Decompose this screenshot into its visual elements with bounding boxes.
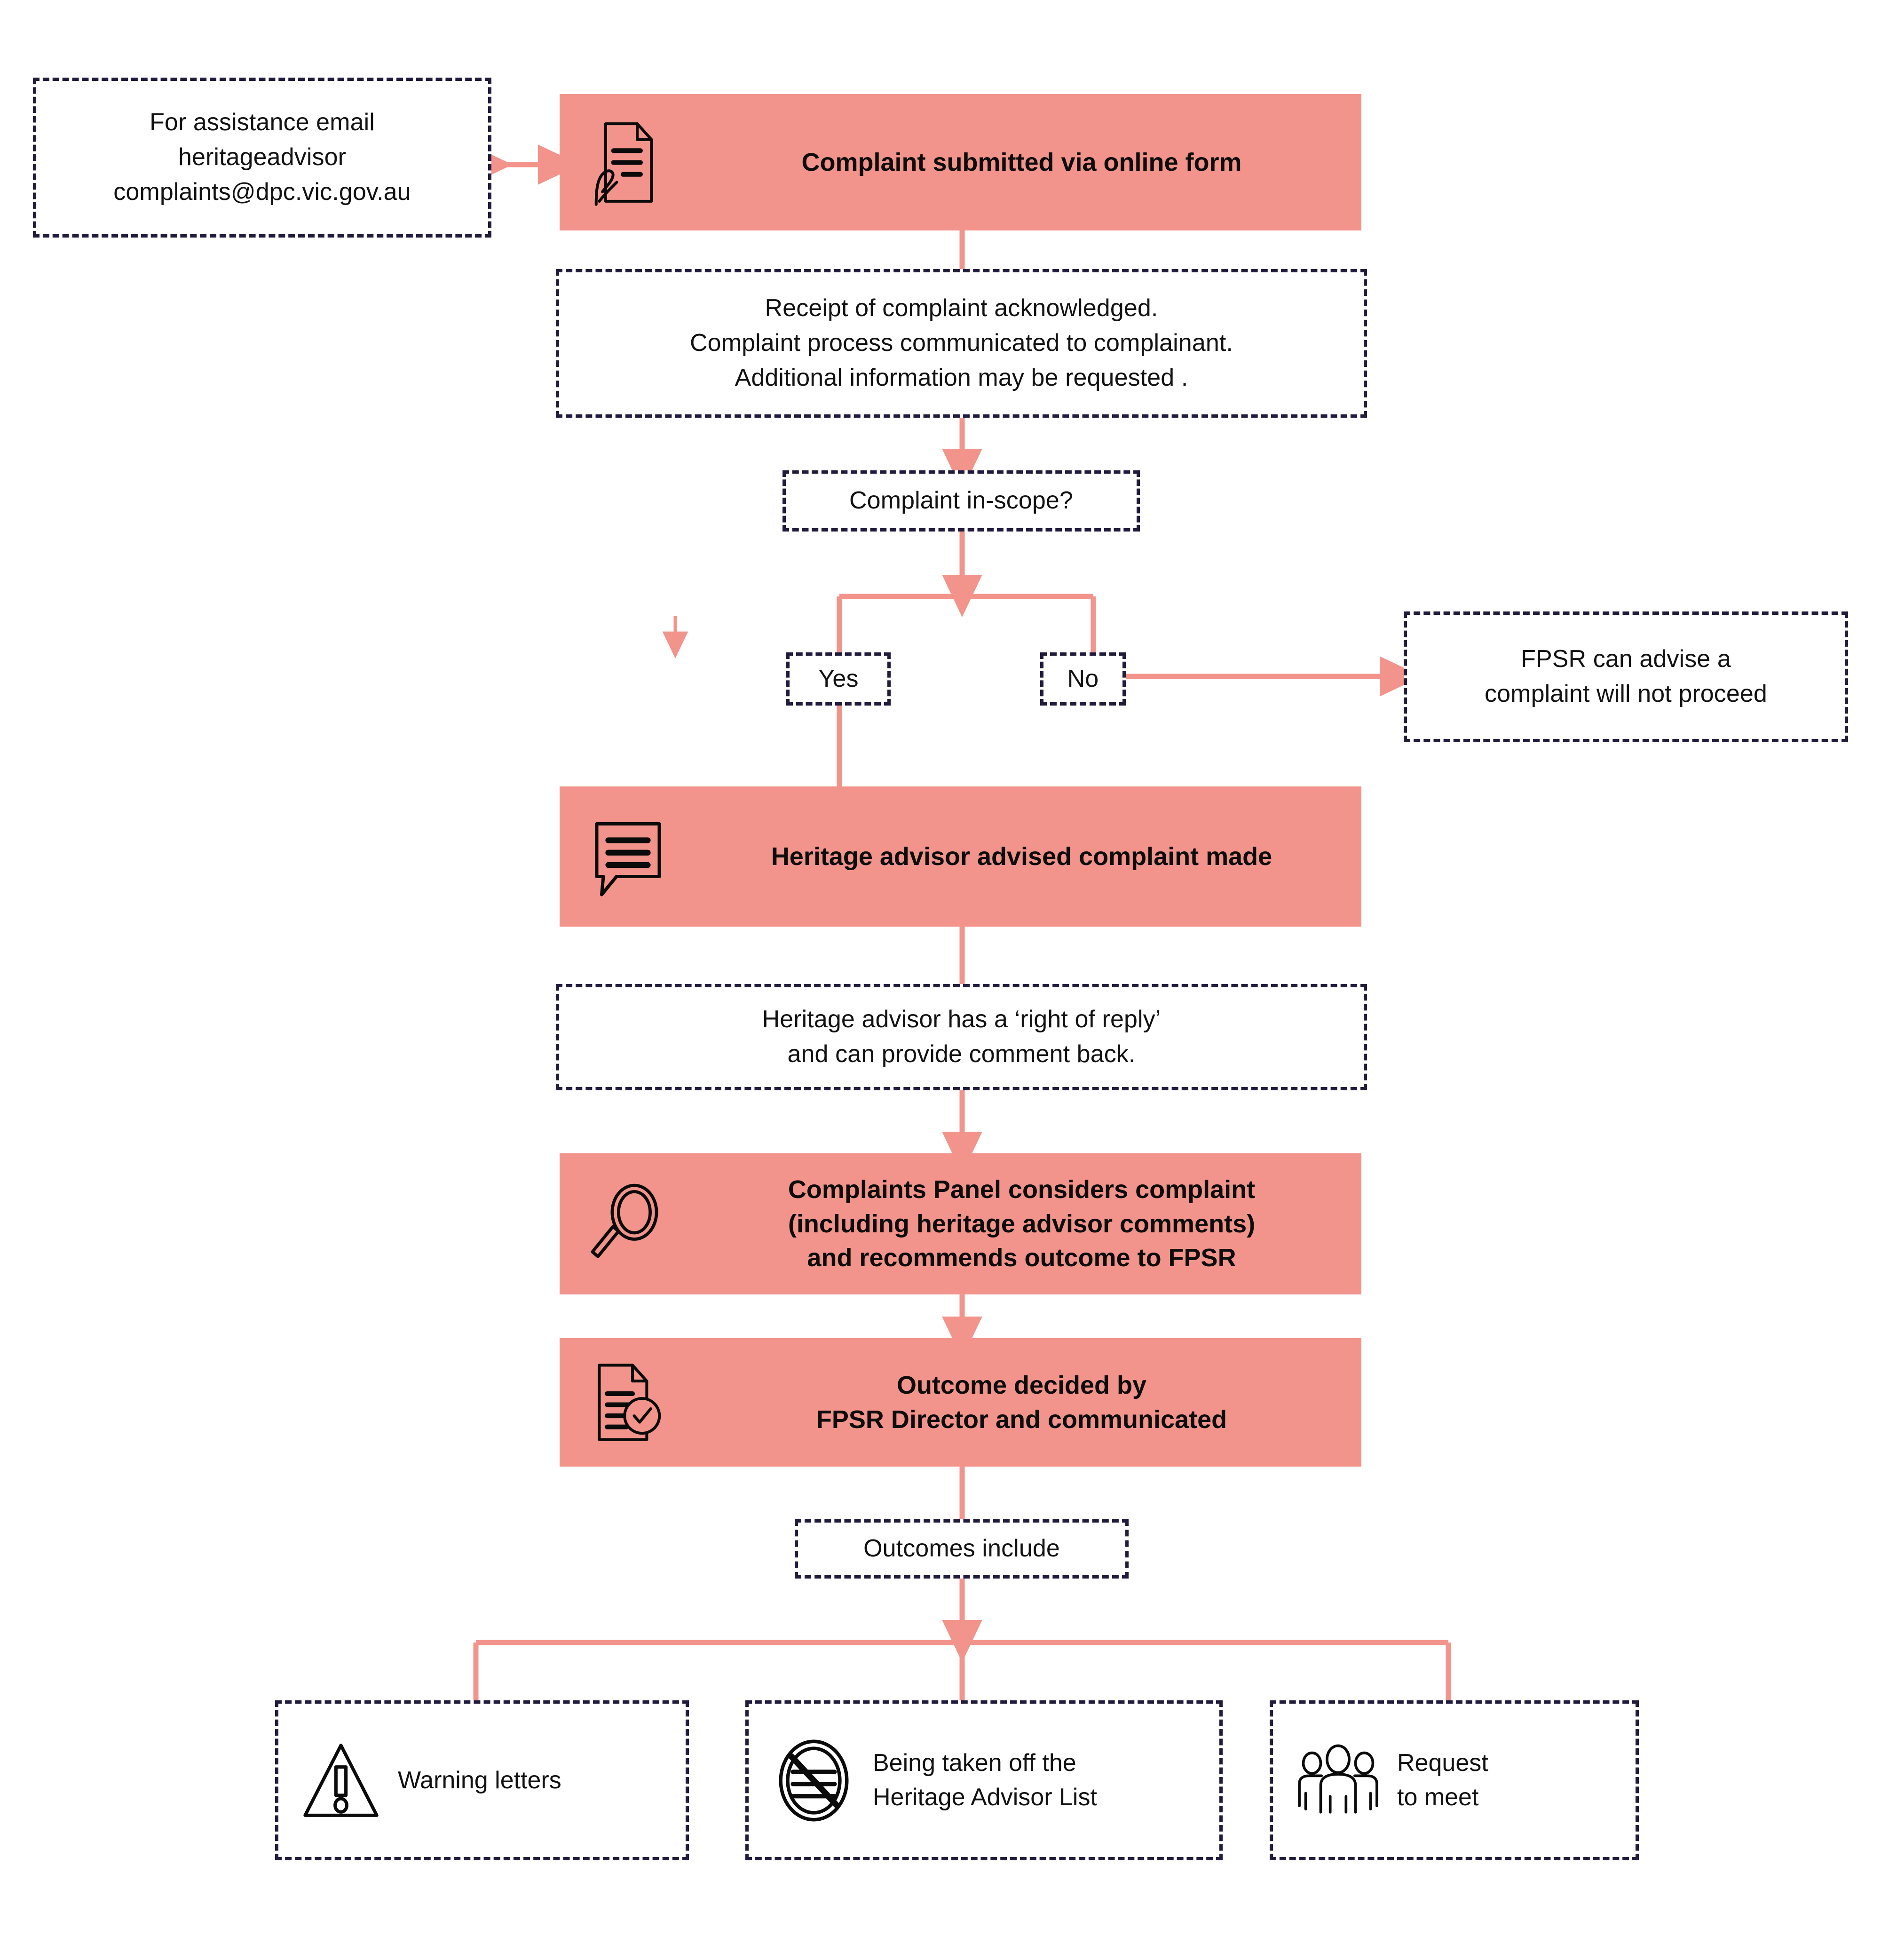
note-outcomes-include: Outcomes include: [795, 1519, 1129, 1579]
magnifying-glass-icon: [560, 1153, 696, 1294]
three-people-icon: [1291, 1740, 1385, 1820]
decision-complaint-in-scope-text: Complaint in-scope?: [849, 487, 1073, 515]
branch-yes: Yes: [786, 652, 891, 706]
decision-complaint-in-scope: Complaint in-scope?: [782, 470, 1140, 532]
speech-bubble-icon: [560, 786, 696, 927]
note-right-of-reply-text: Heritage advisor has a ‘right of reply’ …: [762, 1006, 1161, 1068]
outcome-removed-from-list: Being taken off the Heritage Advisor Lis…: [745, 1700, 1223, 1860]
outcome-warning-letters-label: Warning letters: [398, 1766, 561, 1794]
step-advisor-advised: Heritage advisor advised complaint made: [560, 786, 1361, 927]
step-complaints-panel-label: Complaints Panel considers complaint (in…: [788, 1175, 1256, 1272]
assistance-email-text: For assistance email heritageadvisor com…: [113, 109, 411, 206]
document-hand-writing-icon: [560, 94, 696, 230]
assistance-email-note: For assistance email heritageadvisor com…: [33, 78, 491, 238]
outcome-removed-from-list-label: Being taken off the Heritage Advisor Lis…: [873, 1749, 1097, 1811]
step-outcome-decided-label: Outcome decided by FPSR Director and com…: [816, 1371, 1227, 1434]
note-acknowledgement-text: Receipt of complaint acknowledged. Compl…: [690, 294, 1233, 391]
step-complaint-submitted: Complaint submitted via online form: [560, 94, 1361, 230]
branch-no: No: [1040, 652, 1126, 706]
branch-yes-label: Yes: [818, 665, 859, 692]
branch-no-label: No: [1067, 665, 1099, 692]
note-complaint-will-not-proceed: FPSR can advise a complaint will not pro…: [1404, 611, 1848, 742]
step-advisor-advised-label: Heritage advisor advised complaint made: [771, 842, 1272, 871]
step-complaint-submitted-label: Complaint submitted via online form: [801, 148, 1242, 176]
outcome-warning-letters: Warning letters: [275, 1700, 689, 1860]
note-acknowledgement: Receipt of complaint acknowledged. Compl…: [556, 269, 1367, 418]
outcome-request-to-meet-label: Request to meet: [1397, 1749, 1488, 1811]
note-right-of-reply: Heritage advisor has a ‘right of reply’ …: [556, 984, 1367, 1090]
note-outcomes-include-text: Outcomes include: [863, 1535, 1060, 1563]
note-complaint-will-not-proceed-text: FPSR can advise a complaint will not pro…: [1485, 645, 1767, 707]
step-outcome-decided: Outcome decided by FPSR Director and com…: [560, 1338, 1361, 1467]
warning-triangle-icon: [296, 1736, 386, 1825]
no-list-icon: [767, 1733, 861, 1827]
outcome-request-to-meet: Request to meet: [1270, 1700, 1639, 1860]
checklist-document-icon: [560, 1338, 696, 1467]
step-complaints-panel: Complaints Panel considers complaint (in…: [560, 1153, 1361, 1294]
